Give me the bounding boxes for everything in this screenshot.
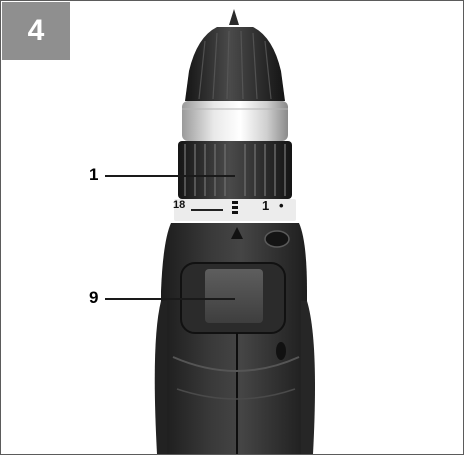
- chuck-tip: [229, 9, 239, 25]
- lower-contour-2: [176, 388, 296, 400]
- collar-mark-3: [232, 211, 238, 214]
- callout-leader-9: [105, 298, 235, 300]
- torque-ring-ridges: [184, 144, 286, 196]
- gear-knob: [264, 230, 290, 248]
- collar-marking-dot: •: [279, 198, 284, 213]
- collar-mark-2: [232, 206, 238, 209]
- metal-ring: [182, 101, 288, 141]
- callout-leader-1: [105, 175, 235, 177]
- chuck-cone: [185, 27, 285, 101]
- callout-label-9: 9: [89, 288, 99, 307]
- direction-arrow: [231, 227, 243, 239]
- collar-marking-center: 1: [262, 198, 270, 213]
- grip-right: [301, 301, 315, 454]
- collar-mark-1: [232, 201, 238, 204]
- torque-ring: [178, 141, 292, 199]
- chuck-grip-ridges: [198, 30, 272, 100]
- figure-number-badge: 4: [2, 2, 70, 60]
- callout-label-1: 1: [89, 165, 99, 184]
- screw-hole: [276, 342, 286, 360]
- lower-contour: [172, 356, 300, 372]
- housing: [161, 223, 307, 454]
- collar-marking-left: 18: [173, 199, 186, 211]
- switch: [205, 269, 263, 323]
- grip-left: [154, 301, 167, 454]
- collar: [174, 199, 296, 221]
